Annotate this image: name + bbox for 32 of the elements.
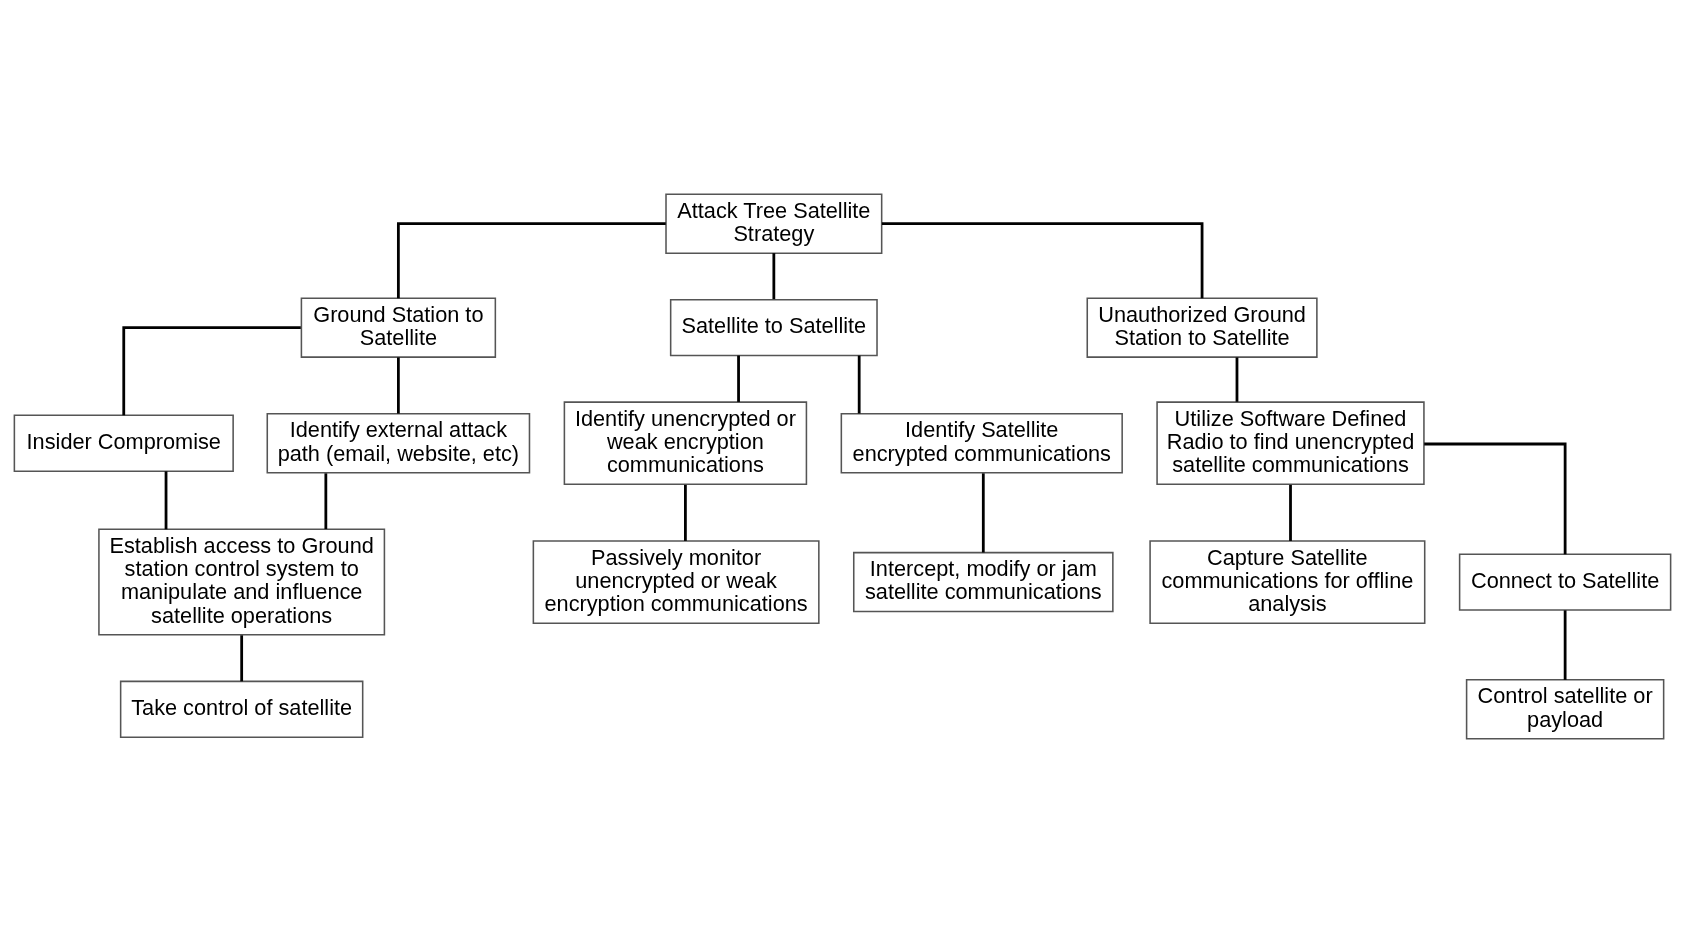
connector	[737, 355, 740, 402]
connector	[1563, 609, 1567, 680]
connector	[122, 325, 301, 415]
connector	[772, 252, 776, 299]
node-box: Intercept, modify or jam satellite communications	[852, 551, 1114, 612]
connector	[164, 470, 168, 529]
connector	[240, 634, 244, 681]
connector	[881, 221, 1204, 298]
connector	[396, 221, 666, 298]
node-box: Control satellite or payload	[1465, 678, 1665, 740]
connector	[684, 484, 687, 541]
node-box: Insider Compromise	[13, 414, 234, 472]
node-box: Unauthorized Ground Station to Satellite	[1086, 296, 1318, 358]
connector	[1289, 484, 1292, 541]
node-box: Identify unencrypted or weak encryption communications	[563, 400, 808, 485]
node-box: Identify Satellite encrypted communications	[840, 412, 1123, 473]
connector	[981, 472, 985, 552]
node-box: Connect to Satellite	[1458, 552, 1672, 611]
connector	[324, 472, 328, 529]
connector	[1235, 356, 1239, 402]
node-box: Utilize Software Defined Radio to find unencrypted satellite communications	[1156, 400, 1425, 485]
node-box: Establish access to Ground station control system to manipulate and influence satellite operations	[98, 528, 386, 636]
node-box: Capture Satellite communications for offline analysis	[1149, 539, 1426, 624]
node-box: Satellite to Satellite	[669, 298, 878, 356]
connector	[857, 355, 861, 413]
node-box: Attack Tree Satellite Strategy	[665, 192, 883, 254]
connector	[396, 356, 400, 414]
connector	[1424, 442, 1567, 554]
node-box: Ground Station to Satellite	[300, 296, 497, 358]
node-box: Identify external attack path (email, website, etc)	[266, 412, 531, 473]
node-box: Passively monitor unencrypted or weak encryption communications	[532, 539, 820, 624]
node-box: Take control of satellite	[119, 680, 364, 738]
